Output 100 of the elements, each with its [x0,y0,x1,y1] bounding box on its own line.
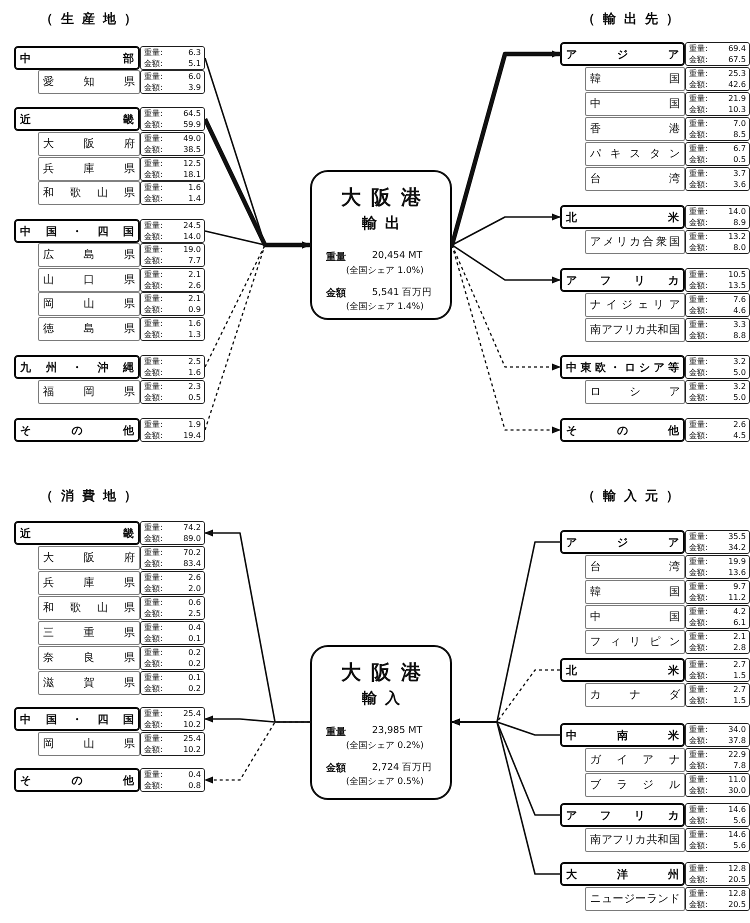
amount-value: 1.6 [188,368,201,378]
weight-label: 重量: [689,889,708,899]
arrow [450,50,561,246]
subregion-cell: 兵庫県 [38,157,140,181]
weight-value: 7.6 [733,295,746,305]
weight-value: 3.2 [733,357,746,367]
subregion-cell: カナダ [585,683,685,707]
weight-value: 2.1 [188,294,201,304]
share-note: (全国シェア 0.2%) [346,740,424,752]
amount-value: 10.2 [183,745,201,755]
amount-label: 金額: [689,55,708,65]
weight-label: 重量: [689,69,708,79]
amount-value: 0.5 [188,393,201,403]
amount-value: 20.5 [728,875,746,885]
amount-value: 10.2 [183,720,201,730]
weight-value: 2.1 [188,270,201,280]
weight-value: 3.7 [733,169,746,179]
weight-value: 0.6 [188,598,201,608]
amount-value: 13.5 [728,281,746,291]
amount-value: 2.6 [188,281,201,291]
subregion-cell: ロシア [585,380,685,404]
weight-label: 重量: [689,750,708,760]
amount-value: 2.8 [733,643,746,653]
arrow [451,244,561,434]
amount-label: 金額: [689,431,708,441]
amount-value: 13.6 [728,568,746,578]
weight-label: 重量: [689,144,708,154]
amount-label: 金額: [689,155,708,165]
amount-label: 金額: [144,584,163,594]
arrow [451,244,561,371]
weight-value: 19.9 [728,557,746,567]
amount-value: 5.6 [733,841,746,851]
amount-label: 金額: [144,145,163,155]
weight-label: 重量: [144,523,163,533]
amount-value: 1.5 [733,671,746,681]
weight-value: 69.4 [728,44,746,54]
weight-label: 重量: [144,270,163,280]
weight-value: 1.6 [188,319,201,329]
weight-value: 74.2 [183,523,201,533]
amount-value: 20.5 [728,900,746,910]
weight-value: 6.7 [733,144,746,154]
share-note: (全国シェア 1.4%) [346,300,424,313]
amount-value: 42.6 [728,80,746,90]
weight-label: 重量 [326,250,346,264]
amount-value: 2.0 [188,584,201,594]
amount-value: 14.0 [183,232,201,242]
amount-label: 金額: [689,841,708,851]
amount-value: 7.7 [188,256,201,266]
region-cell: 近畿 [14,107,140,131]
amount-value: 18.1 [183,170,201,180]
amount-label: 金額: [689,643,708,653]
subregion-cell: 南アフリカ共和国 [585,318,685,342]
port-box [310,170,452,320]
region-cell: その他 [560,418,685,442]
weight-label: 重量 [326,726,346,739]
amount-label: 金額: [689,130,708,140]
amount-label: 金額: [144,559,163,569]
weight-label: 重量: [144,72,163,82]
amount-label: 金額: [689,900,708,910]
weight-value: 70.2 [183,548,201,558]
amount-label: 金額: [689,761,708,771]
amount-label: 金額: [689,671,708,681]
weight-label: 重量: [689,775,708,785]
region-cell: その他 [14,418,140,442]
weight-value: 6.3 [188,48,201,58]
arrow [202,118,311,249]
weight-value: 21.9 [728,94,746,104]
weight-value: 3.2 [733,382,746,392]
amount-value: 5.6 [733,816,746,826]
weight-label: 重量: [689,357,708,367]
weight-label: 重量: [144,48,163,58]
weight-label: 重量: [144,548,163,558]
weight-value: 12.8 [728,864,746,874]
weight-value: 2.6 [188,573,201,583]
amount-value: 4.5 [733,431,746,441]
region-cell: 中国・四国 [14,219,140,243]
flow-title: 輸入 [361,689,408,708]
amount-label: 金額: [144,120,163,130]
weight-total: 20,454 MT [372,250,422,261]
weight-value: 14.6 [728,830,746,840]
amount-label: 金額: [144,720,163,730]
subregion-cell: アメリカ合衆国 [585,230,685,254]
region-cell: 北米 [560,658,685,682]
port-box [310,645,452,800]
weight-label: 重量: [689,582,708,592]
subregion-cell: フィリピン [585,630,685,654]
region-cell: アジア [560,530,685,554]
amount-label: 金額: [144,659,163,669]
weight-label: 重量: [689,532,708,542]
amount-value: 3.9 [188,83,201,93]
weight-label: 重量: [144,221,163,231]
weight-value: 12.8 [728,889,746,899]
subregion-cell: 三重県 [38,621,140,645]
region-cell: 九州・沖縄 [14,355,140,379]
section-heading: （生産地） [40,10,145,28]
weight-value: 14.0 [728,207,746,217]
weight-label: 重量: [689,830,708,840]
subregion-cell: パキスタン [585,142,685,166]
amount-value: 0.2 [188,684,201,694]
weight-label: 重量: [144,245,163,255]
